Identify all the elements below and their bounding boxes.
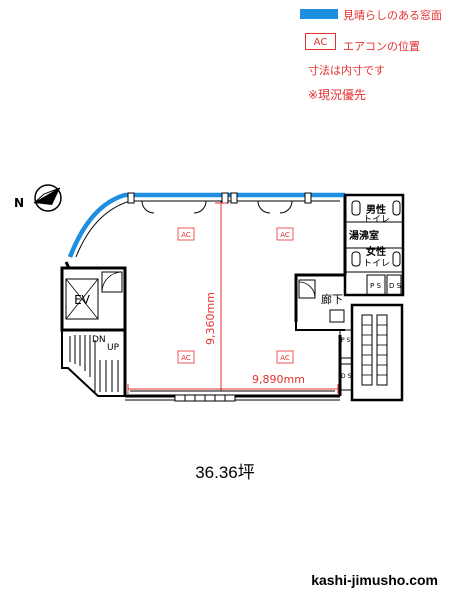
ac-marker-1: AC [181,231,191,239]
north-label: N [14,196,24,210]
left-stair [61,329,126,397]
mens-toilet-label-1: 男性 [366,203,386,216]
stair-up-label: UP [107,343,120,353]
wet-area [343,193,405,297]
view-window-swatch [300,9,338,19]
ac-markers: AC AC AC AC [177,227,294,364]
elevator-core [60,266,127,332]
bottom-window-marks [174,394,236,402]
ev-label: EV [74,293,91,307]
ps-label-2: P S [341,337,351,344]
window-sashes [127,192,312,214]
kitchenette-label: 湯沸室 [349,229,379,242]
floor-area: 36.36坪 [195,463,255,482]
corridor [295,279,353,391]
site-url[interactable]: kashi-jimusho.com [311,572,438,588]
legend-current-priority: ※現況優先 [308,88,367,102]
legend-view-window: 見晴らしのある窓面 [343,9,442,22]
dimension-lines [127,202,339,394]
legend-ac-label: エアコンの位置 [343,40,420,53]
mens-toilet-label-2: トイレ [363,215,390,225]
inner-wall-lines [125,200,340,401]
womens-toilet-label-2: トイレ [363,259,390,269]
ac-marker-4: AC [280,354,290,362]
view-window-curve [67,192,345,258]
stair-dn-label: DN [92,335,106,345]
ps-label-1: P S [370,282,381,290]
corridor-label: 廊下 [321,292,343,306]
curved-inner-line [75,200,131,258]
legend-ac-box: AC [305,33,336,50]
ac-marker-3: AC [181,354,191,362]
dimension-horizontal: 9,890mm [252,373,305,386]
legend-dimensions-note: 寸法は内寸です [308,64,385,77]
right-stair [350,303,404,402]
ac-marker-2: AC [280,231,290,239]
ds-label-1: D S [389,282,402,290]
dimension-vertical: 9,360mm [204,292,217,345]
womens-toilet-label-1: 女性 [366,245,386,258]
north-arrow: N [14,184,62,212]
ds-label-2: D S [341,373,352,380]
